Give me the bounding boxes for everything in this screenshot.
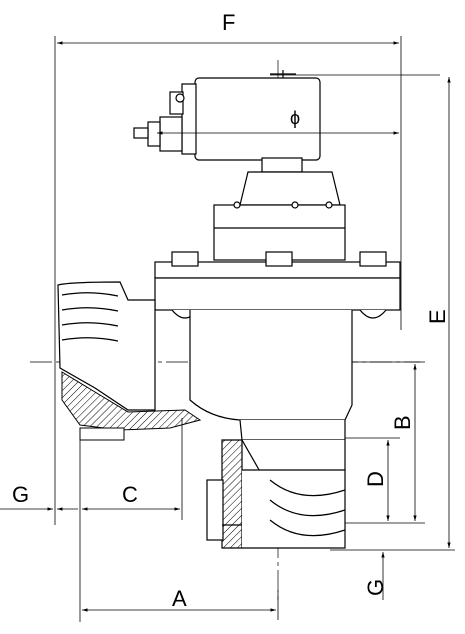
main-flange bbox=[154, 251, 401, 319]
diameter-symbol: ϕ bbox=[290, 108, 300, 128]
outlet-nut bbox=[206, 439, 346, 549]
dimension-lines bbox=[0, 41, 451, 612]
label-G-left: G bbox=[12, 482, 29, 507]
label-A: A bbox=[172, 586, 187, 611]
label-G-bottom: G bbox=[363, 579, 388, 596]
valve-body bbox=[189, 310, 353, 476]
pilot-body bbox=[213, 171, 346, 261]
inlet-port bbox=[57, 281, 156, 411]
label-E: E bbox=[425, 309, 450, 324]
label-C: C bbox=[122, 482, 138, 507]
inlet-section-hatch bbox=[61, 371, 202, 441]
label-D: D bbox=[363, 471, 388, 487]
label-F: F bbox=[222, 10, 235, 35]
solenoid-coil bbox=[133, 70, 321, 173]
label-B: B bbox=[390, 415, 415, 430]
